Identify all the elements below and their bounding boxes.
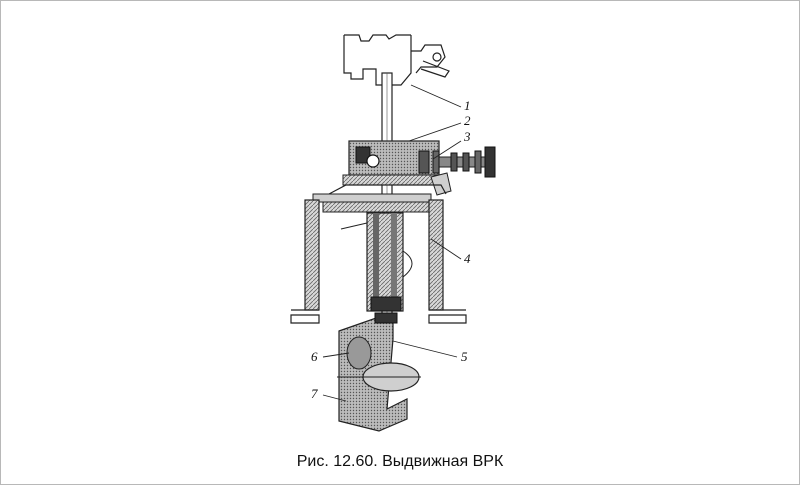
callout-5: 5 — [461, 349, 468, 364]
deck-plate — [312, 184, 447, 213]
callout-3: 3 — [463, 129, 471, 144]
drive-shaft — [418, 146, 496, 178]
callout-1: 1 — [464, 98, 471, 113]
propeller-pod — [337, 312, 421, 432]
column — [340, 212, 413, 312]
leader-lines — [322, 84, 462, 402]
upper-machinery — [343, 34, 450, 86]
callout-4: 4 — [464, 251, 471, 266]
callout-7: 7 — [311, 386, 318, 401]
callout-6: 6 — [311, 349, 318, 364]
trunk-well — [290, 199, 467, 324]
callout-2: 2 — [464, 113, 471, 128]
figure-caption: Рис. 12.60. Выдвижная ВРК — [296, 453, 504, 470]
